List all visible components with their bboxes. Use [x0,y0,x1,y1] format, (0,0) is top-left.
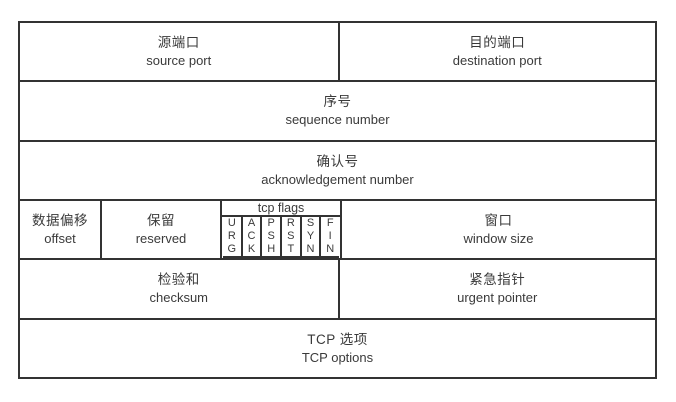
source-port-label-zh: 源端口 [157,35,200,51]
cell-source-port: 源端口 source port [20,23,338,80]
flag-fin: F I N [319,216,339,256]
tcp-header-diagram: 源端口 source port 目的端口 destination port 序号… [18,21,657,379]
row-acknowledgement-number: 确认号 acknowledgement number [20,139,655,199]
data-offset-label-en: offset [44,231,76,247]
cell-acknowledgement-number: 确认号 acknowledgement number [20,142,655,199]
cell-destination-port: 目的端口 destination port [337,23,656,81]
cell-reserved: 保留 reserved [100,200,220,259]
urgent-pointer-label-zh: 紧急指针 [469,272,526,288]
row-tcp-options: TCP 选项 TCP options [20,317,655,377]
cell-window-size: 窗口 window size [340,200,655,259]
cell-sequence-number: 序号 sequence number [20,82,655,139]
checksum-label-zh: 检验和 [157,272,200,288]
cell-checksum: 检验和 checksum [20,260,338,317]
flag-psh: P S H [260,216,280,256]
tcp-options-label-en: TCP options [301,349,374,365]
acknowledgement-number-label-zh: 确认号 [316,153,359,169]
cell-tcp-flags: tcp flags U R G A C K P S H R S T S Y N … [220,200,340,259]
destination-port-label-zh: 目的端口 [469,35,526,51]
cell-data-offset: 数据偏移 offset [20,201,100,258]
flag-rst: R S T [280,216,300,256]
cell-urgent-pointer: 紧急指针 urgent pointer [337,260,656,318]
reserved-label-zh: 保留 [147,213,175,229]
source-port-label-en: source port [146,53,212,69]
urgent-pointer-label-en: urgent pointer [457,290,538,306]
acknowledgement-number-label-en: acknowledgement number [261,171,414,187]
destination-port-label-en: destination port [452,53,542,69]
row-checksum-urgent: 检验和 checksum 紧急指针 urgent pointer [20,258,656,318]
window-size-label-en: window size [463,231,534,247]
window-size-label-zh: 窗口 [484,213,513,229]
sequence-number-label-en: sequence number [285,112,390,128]
data-offset-label-zh: 数据偏移 [32,213,88,229]
row-ports: 源端口 source port 目的端口 destination port [20,23,656,81]
tcp-flags-boxes: U R G A C K P S H R S T S Y N F I N [223,216,339,258]
flag-syn: S Y N [299,216,320,256]
tcp-options-label-zh: TCP 选项 [307,331,368,347]
row-offset-flags-window: 数据偏移 offset 保留 reserved tcp flags U R G … [20,198,655,259]
row-sequence-number: 序号 sequence number [20,80,655,139]
checksum-label-en: checksum [149,290,209,306]
tcp-flags-title: tcp flags [222,201,340,217]
sequence-number-label-zh: 序号 [323,94,352,110]
flag-urg: U R G [227,216,237,255]
cell-tcp-options: TCP 选项 TCP options [20,320,655,377]
flag-ack: A C K [240,216,261,256]
reserved-label-en: reserved [135,231,187,247]
